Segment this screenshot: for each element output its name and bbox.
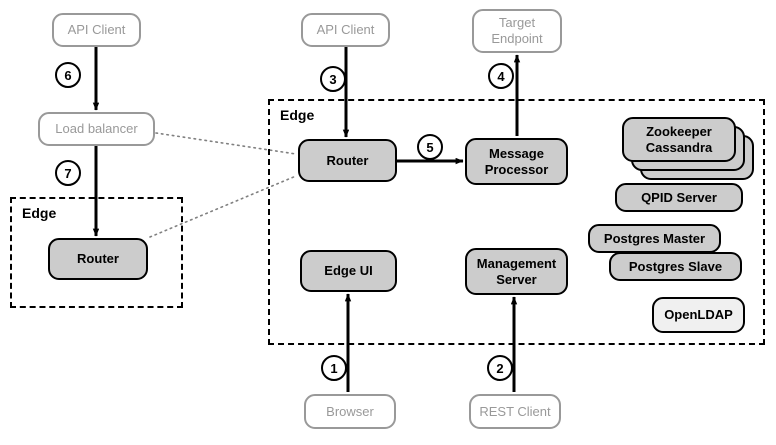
dotted-edge-to-router xyxy=(149,175,297,238)
node-rest-client[interactable]: REST Client xyxy=(469,394,561,429)
step-badge-2: 2 xyxy=(487,355,513,381)
node-openldap[interactable]: OpenLDAP xyxy=(652,297,745,333)
node-router-main[interactable]: Router xyxy=(298,139,397,182)
node-message-processor[interactable]: Message Processor xyxy=(465,138,568,185)
node-management-server[interactable]: Management Server xyxy=(465,248,568,295)
node-api-client-main[interactable]: API Client xyxy=(301,13,390,47)
step-badge-1: 1 xyxy=(321,355,347,381)
step-badge-6: 6 xyxy=(55,62,81,88)
node-edge-ui[interactable]: Edge UI xyxy=(300,250,397,292)
node-zookeeper-cassandra[interactable]: Zookeeper Cassandra xyxy=(622,117,736,162)
step-badge-3: 3 xyxy=(320,66,346,92)
node-postgres-slave[interactable]: Postgres Slave xyxy=(609,252,742,281)
node-router-left[interactable]: Router xyxy=(48,238,148,280)
step-badge-5: 5 xyxy=(417,134,443,160)
node-qpid-server[interactable]: QPID Server xyxy=(615,183,743,212)
node-load-balancer[interactable]: Load balancer xyxy=(38,112,155,146)
node-postgres-master[interactable]: Postgres Master xyxy=(588,224,721,253)
node-browser[interactable]: Browser xyxy=(304,394,396,429)
group-label-edge-left: Edge xyxy=(22,205,57,221)
node-target-endpoint[interactable]: Target Endpoint xyxy=(472,9,562,53)
group-label-edge-main: Edge xyxy=(280,107,315,123)
step-badge-4: 4 xyxy=(488,63,514,89)
group-box-edge-main xyxy=(268,99,765,345)
dotted-lb-to-router xyxy=(155,132,297,155)
node-api-client-left[interactable]: API Client xyxy=(52,13,141,47)
step-badge-7: 7 xyxy=(55,160,81,186)
dotted-lines-group xyxy=(149,132,297,238)
group-box-edge-left xyxy=(10,197,183,308)
